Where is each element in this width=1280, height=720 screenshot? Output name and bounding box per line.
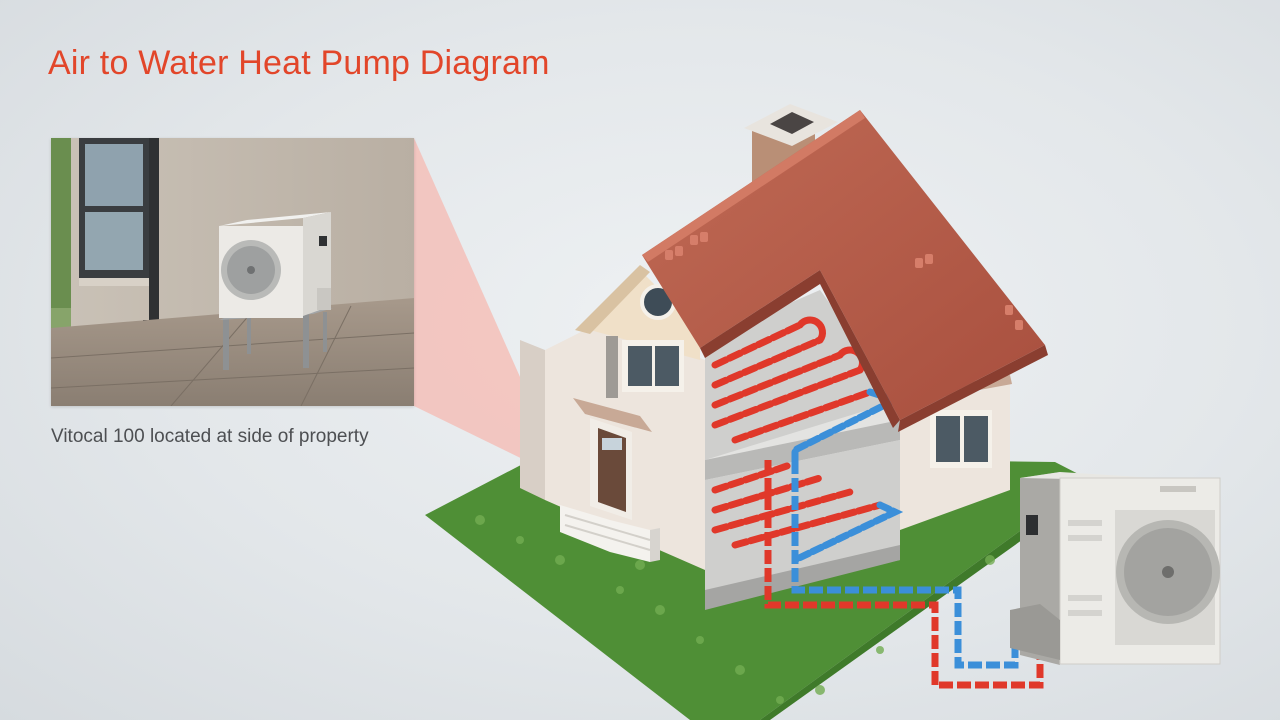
pipework: [764, 460, 1044, 689]
diagram-title: Air to Water Heat Pump Diagram: [48, 44, 550, 82]
roof: [642, 110, 1048, 432]
left-wing: [520, 265, 705, 570]
inset-photo: [51, 138, 414, 406]
inset-caption: Vitocal 100 located at side of property: [51, 426, 369, 447]
right-wing: [900, 375, 1012, 530]
heat-pump-unit: [1010, 472, 1221, 665]
underfloor-heating-lower: [711, 461, 904, 564]
